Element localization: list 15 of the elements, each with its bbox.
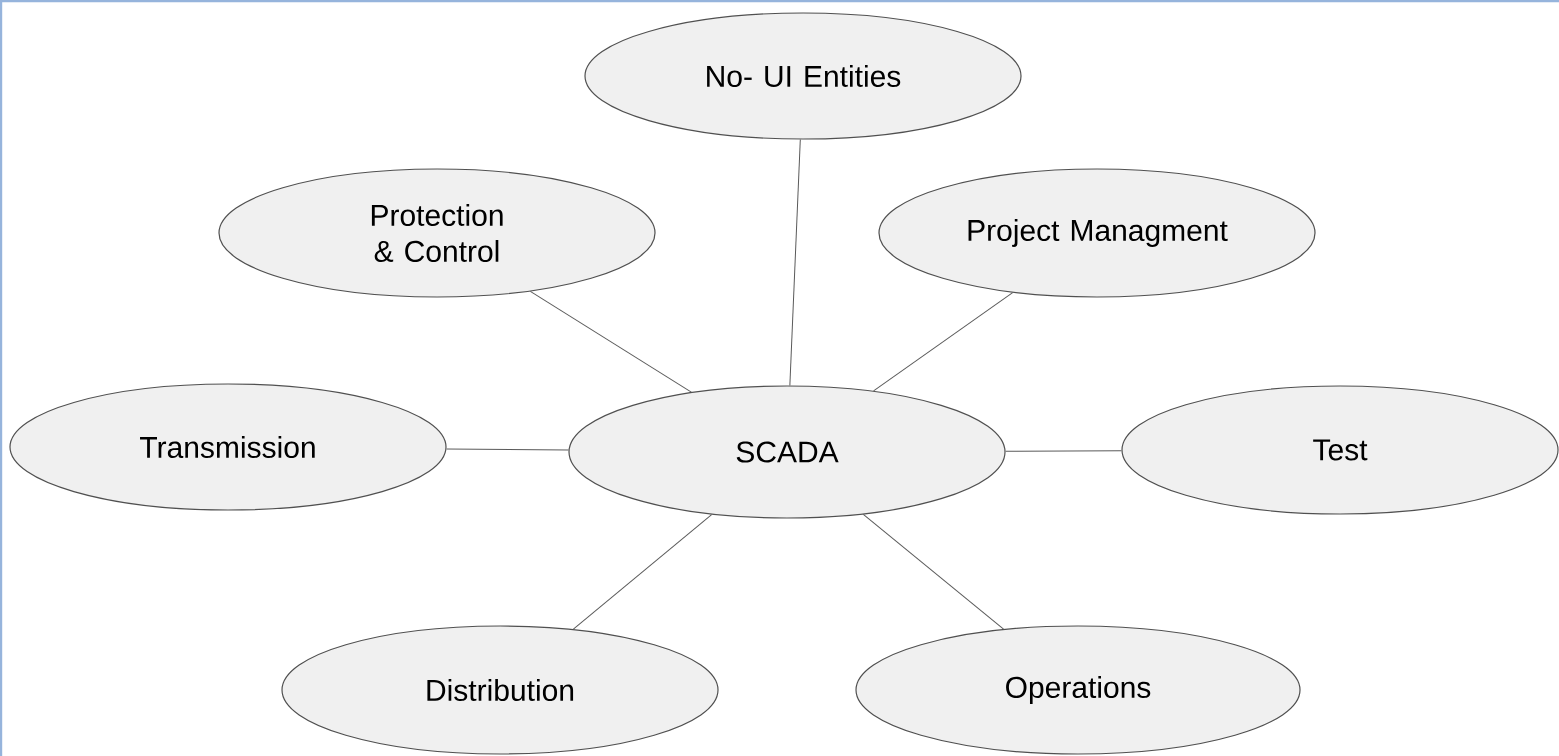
ellipse-node: Operations	[855, 625, 1301, 755]
ellipse-node: SCADA	[568, 385, 1006, 519]
ellipse-node: Project Managment	[878, 168, 1316, 298]
ellipse-node: Distribution	[281, 625, 719, 755]
ellipse-node: Protection & Control	[218, 168, 656, 298]
ellipse-node: Transmission	[9, 383, 447, 511]
connector-line	[1005, 450, 1122, 452]
ellipse-node: No- UI Entities	[584, 12, 1022, 140]
ellipse-node: Test	[1121, 385, 1559, 515]
connector-line	[862, 513, 1005, 630]
connector-line	[873, 292, 1014, 392]
connector-line	[789, 139, 801, 386]
connector-line	[446, 448, 569, 451]
connector-line	[529, 290, 692, 393]
connector-line	[572, 514, 713, 630]
